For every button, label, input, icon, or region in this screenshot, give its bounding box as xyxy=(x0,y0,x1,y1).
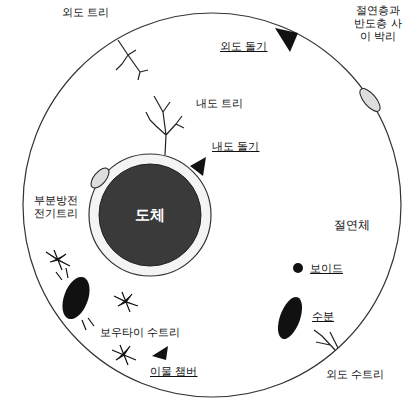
part-label: 외도 수트리 xyxy=(326,368,385,381)
part-label: 내도 트리 xyxy=(196,97,244,110)
inner-protrusion xyxy=(190,157,206,176)
bowtie-blob xyxy=(57,273,95,323)
part-label: 부분방전 전기트리 xyxy=(27,194,85,220)
part-label: 보우타이 수트리 xyxy=(100,326,181,339)
part-label: 내도 돌기 xyxy=(212,140,260,153)
outer-semicon xyxy=(23,13,401,397)
conductor xyxy=(99,164,201,266)
part-label: 이물 챔버 xyxy=(150,365,198,378)
contaminant xyxy=(152,346,168,360)
delamination xyxy=(356,85,383,114)
partial-discharge-site xyxy=(88,165,113,191)
part-label: 수분 xyxy=(312,310,334,323)
part-label: 외도 트리 xyxy=(62,6,110,19)
void xyxy=(293,263,303,273)
insulation-circle: 절연체 도체 xyxy=(22,12,402,398)
part-label: 절연층과 반도층 사이 박리 xyxy=(352,4,404,44)
conductor-label: 도체 xyxy=(135,206,165,225)
part-label: 보이드 xyxy=(310,262,343,275)
region-label: 절연체 xyxy=(334,217,370,234)
part-label: 외도 돌기 xyxy=(220,40,268,53)
circle-outline xyxy=(22,12,402,398)
water xyxy=(273,294,307,342)
outer-protrusion xyxy=(275,28,298,52)
